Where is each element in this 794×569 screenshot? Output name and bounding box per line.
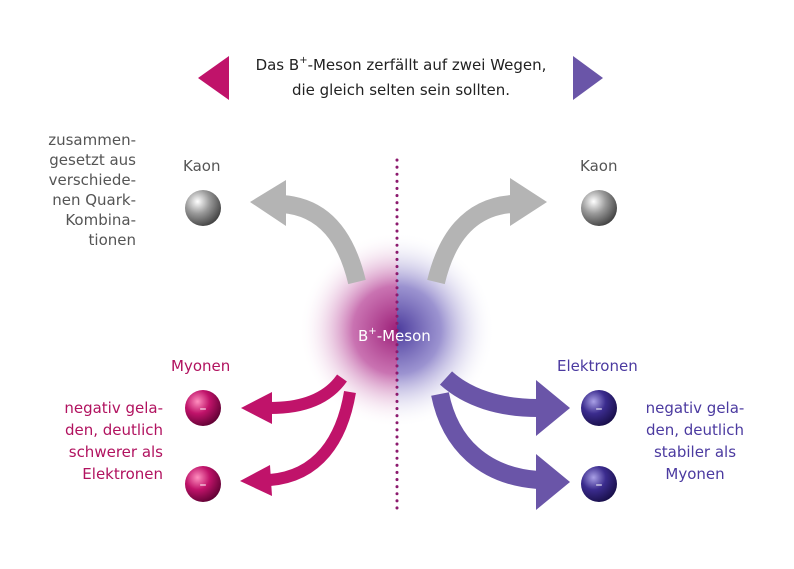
left-info-line: zusammen-	[48, 131, 136, 149]
left-info-line: gesetzt aus	[49, 151, 136, 169]
left-info-line: nen Quark-	[52, 191, 136, 209]
muon-note-line: den, deutlich	[64, 421, 163, 439]
muon-label: Myonen	[171, 357, 231, 375]
header-suffix: -Meson zerfällt auf zwei Wegen,	[307, 56, 547, 74]
electron-note-line: negativ gela-	[645, 399, 745, 417]
muon-charge-lower: –	[200, 477, 207, 493]
arrow-kaon-left	[250, 180, 366, 285]
kaon-left-ball	[185, 190, 221, 226]
muon-ball-lower	[185, 466, 221, 502]
kaon-right-ball	[581, 190, 617, 226]
meson-blob	[299, 232, 495, 428]
arrow-muon-lower	[240, 390, 356, 496]
triangle-left-icon	[198, 56, 229, 100]
muon-charge-upper: –	[200, 401, 207, 417]
electron-note: negativ gela- den, deutlich stabiler als…	[630, 397, 760, 485]
meson-sup: +	[368, 326, 377, 337]
arrow-kaon-right	[427, 178, 547, 285]
muon-ball-upper	[185, 390, 221, 426]
muon-note-line: schwerer als	[68, 443, 163, 461]
electron-charge-upper: –	[596, 401, 603, 417]
triangle-right-icon	[573, 56, 603, 100]
kaon-left-label: Kaon	[183, 157, 221, 175]
left-info-line: Kombina-	[65, 211, 136, 229]
electron-note-line: stabiler als	[653, 443, 737, 461]
left-info-line: verschiede-	[48, 171, 136, 189]
meson-suffix: -Meson	[376, 327, 431, 345]
meson-prefix: B	[358, 327, 369, 345]
electron-note-line: den, deutlich	[645, 421, 745, 439]
meson-label: B+-Meson	[358, 326, 431, 345]
muon-note: negativ gela- den, deutlich schwerer als…	[64, 397, 163, 485]
header-line-2: die gleich selten sein sollten.	[291, 81, 511, 99]
kaon-right-label: Kaon	[580, 157, 618, 175]
left-info: zusammen- gesetzt aus verschiede- nen Qu…	[48, 130, 136, 250]
header-prefix: Das B	[255, 56, 300, 74]
arrow-muon-upper	[241, 374, 347, 424]
electron-ball-lower	[581, 466, 617, 502]
electron-label: Elektronen	[557, 357, 638, 375]
muon-note-line: Elektronen	[82, 465, 163, 483]
electron-note-line: Myonen	[665, 465, 725, 483]
header-sup: +	[299, 55, 308, 66]
electron-ball-upper	[581, 390, 617, 426]
header-line-1: Das B+-Meson zerfällt auf zwei Wegen,	[221, 55, 581, 74]
electron-charge-lower: –	[596, 477, 603, 493]
muon-note-line: negativ gela-	[64, 399, 163, 417]
arrow-electron-upper	[439, 371, 570, 436]
arrow-electron-lower	[431, 392, 570, 510]
left-info-line: tionen	[88, 231, 136, 249]
